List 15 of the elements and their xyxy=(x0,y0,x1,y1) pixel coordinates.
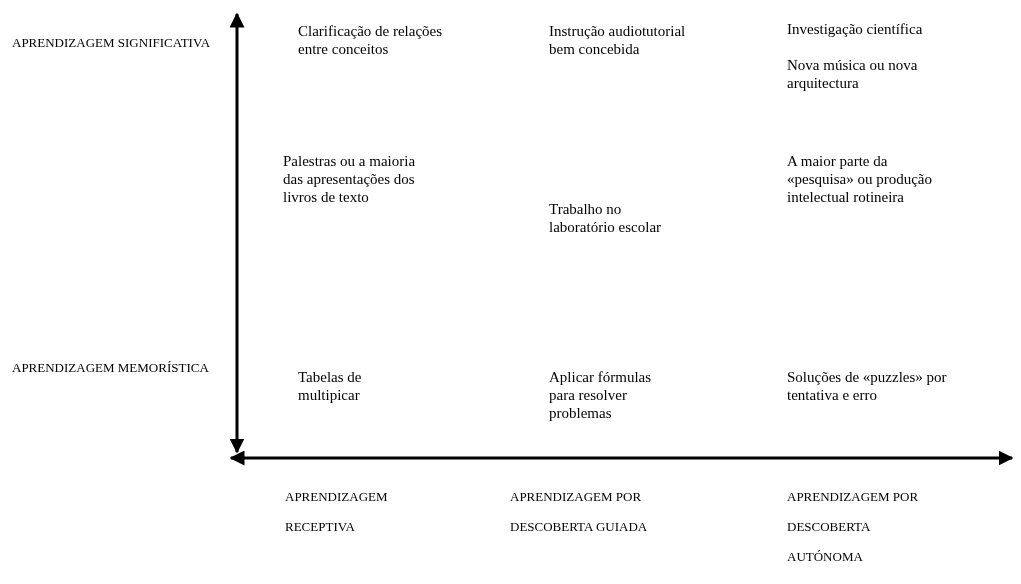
cell-text: Palestras ou a maioria das apresentações dos livros de texto xyxy=(283,152,417,206)
cell-text: Nova música ou nova arquitectura xyxy=(787,56,919,92)
cell-text: Instrução audiotutorial bem concebida xyxy=(549,22,687,58)
axis-label: APRENDIZAGEM RECEPTIVA xyxy=(285,488,389,536)
axis-label: APRENDIZAGEM MEMORÍSTICA xyxy=(12,359,210,377)
cell-text: Investigação científica xyxy=(787,20,924,38)
cell-text: A maior parte da «pesquisa» ou produção intelectual rotineira xyxy=(787,152,933,206)
cell-text: Tabelas de multipicar xyxy=(298,368,363,404)
cell-text: Aplicar fórmulas para resolver problemas xyxy=(549,368,653,422)
axis-label: APRENDIZAGEM SIGNIFICATIVA xyxy=(12,34,211,52)
axis-label: APRENDIZAGEM POR DESCOBERTA GUIADA xyxy=(510,488,649,536)
cell-text: Soluções de «puzzles» por tentativa e erro xyxy=(787,368,948,404)
cell-text: Clarificação de relações entre conceitos xyxy=(298,22,444,58)
axis-label: APRENDIZAGEM POR DESCOBERTA AUTÓNOMA xyxy=(787,488,920,566)
cell-text: Trabalho no laboratório escolar xyxy=(549,200,663,236)
